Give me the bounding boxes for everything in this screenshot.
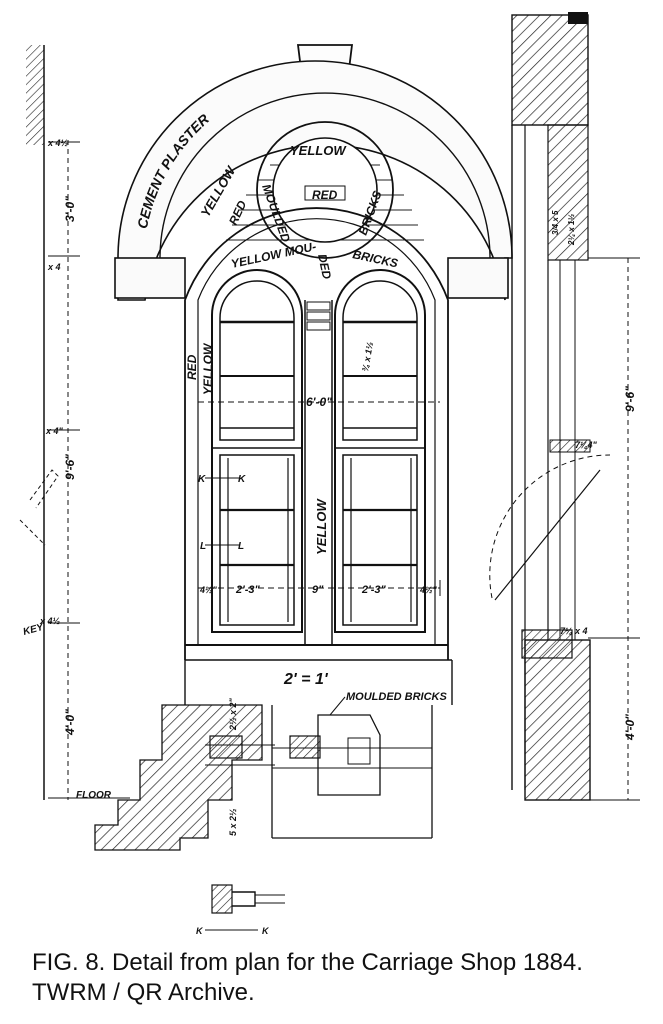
dim-mullion: 9"	[312, 584, 324, 596]
right-window	[334, 269, 426, 633]
right-wall-section	[489, 12, 611, 801]
label-moulded-bricks: MOULDED BRICKS	[346, 691, 447, 703]
sill-plan-right	[271, 696, 433, 839]
label-red-left-arch: RED	[226, 198, 250, 227]
dim-right-top-b: 2¼ x 1½	[567, 214, 576, 246]
label-key: KEY	[22, 622, 46, 638]
dim-sill-b: 5 x 2½	[228, 808, 238, 836]
label-yellow-mou: YELLOW MOU-	[230, 239, 318, 271]
dim-left-3-0: 3'-0"	[63, 196, 77, 222]
dim-side-left: 4½"	[199, 585, 218, 595]
label-k2: K	[238, 474, 246, 485]
dim-side-right: 4½"	[419, 585, 438, 595]
sill-plan-left	[94, 704, 275, 851]
dim-right-pane: 2'-3"	[361, 584, 387, 596]
label-yellow-mullion: YELLOW	[314, 498, 329, 555]
label-red-top: RED	[312, 188, 338, 202]
dim-left-4-0: 4'-0"	[63, 709, 77, 736]
dim-width-overall: 6'-0"	[306, 395, 332, 409]
label-scale: 2' = 1'	[283, 671, 329, 688]
label-ded: DED	[315, 253, 334, 281]
oculus-window	[256, 121, 394, 259]
left-window	[211, 269, 303, 633]
label-l1: L	[200, 541, 206, 552]
label-bricks-arch: BRICKS	[351, 247, 399, 270]
drawing-dimensions: 6'-0" 2'-3" 2'-3" 9" 4½" 4½" 3'-0" 9'-6"…	[39, 138, 637, 836]
label-section-k-right: K	[262, 926, 270, 936]
dim-left-key: x 4½	[39, 616, 61, 626]
label-section-k-left: K	[196, 926, 204, 936]
right-dimension-chain	[588, 257, 640, 801]
label-k1: K	[198, 474, 206, 485]
dim-left-top-small: x 4½	[47, 138, 69, 148]
label-yellow-top: YELLOW	[290, 143, 347, 158]
dim-left-x4-b: x 4"	[45, 426, 64, 436]
dim-sill-a: 2½ x 2"	[228, 697, 238, 731]
caption-line-1: FIG. 8. Detail from plan for the Carriag…	[32, 949, 583, 976]
label-l2: L	[238, 541, 244, 552]
right-spring-block	[447, 257, 509, 299]
left-dimension-chain	[19, 140, 130, 800]
dim-left-pane: 2'-3"	[235, 584, 261, 596]
caption-line-2: TWRM / QR Archive.	[32, 979, 255, 1006]
figure-caption: FIG. 8. Detail from plan for the Carriag…	[32, 948, 652, 1008]
label-red-side: RED	[185, 354, 199, 380]
dim-right-mid: 7¼4"	[575, 440, 598, 450]
window-sill	[184, 644, 453, 705]
dim-pane-size: ¾ x 1½	[360, 341, 375, 373]
dim-right-low: 7¼ x 4	[560, 626, 588, 636]
dim-right-9-6: 9'-6"	[623, 386, 637, 412]
left-wall-section	[26, 45, 45, 800]
label-floor: FLOOR	[76, 790, 112, 801]
label-yellow-side: YELLOW	[201, 342, 215, 395]
dim-left-9-6: 9'-6"	[63, 454, 77, 480]
dim-left-x4-a: x 4	[47, 262, 61, 272]
section-k-k	[205, 884, 285, 931]
elevation-drawing: CEMENT PLASTER YELLOW RED YELLOW RED MOU…	[19, 12, 640, 936]
dim-right-top-a: 3/4 x 5	[551, 210, 560, 235]
left-spring-block	[114, 257, 186, 299]
dim-right-4-0: 4'-0"	[623, 714, 637, 741]
